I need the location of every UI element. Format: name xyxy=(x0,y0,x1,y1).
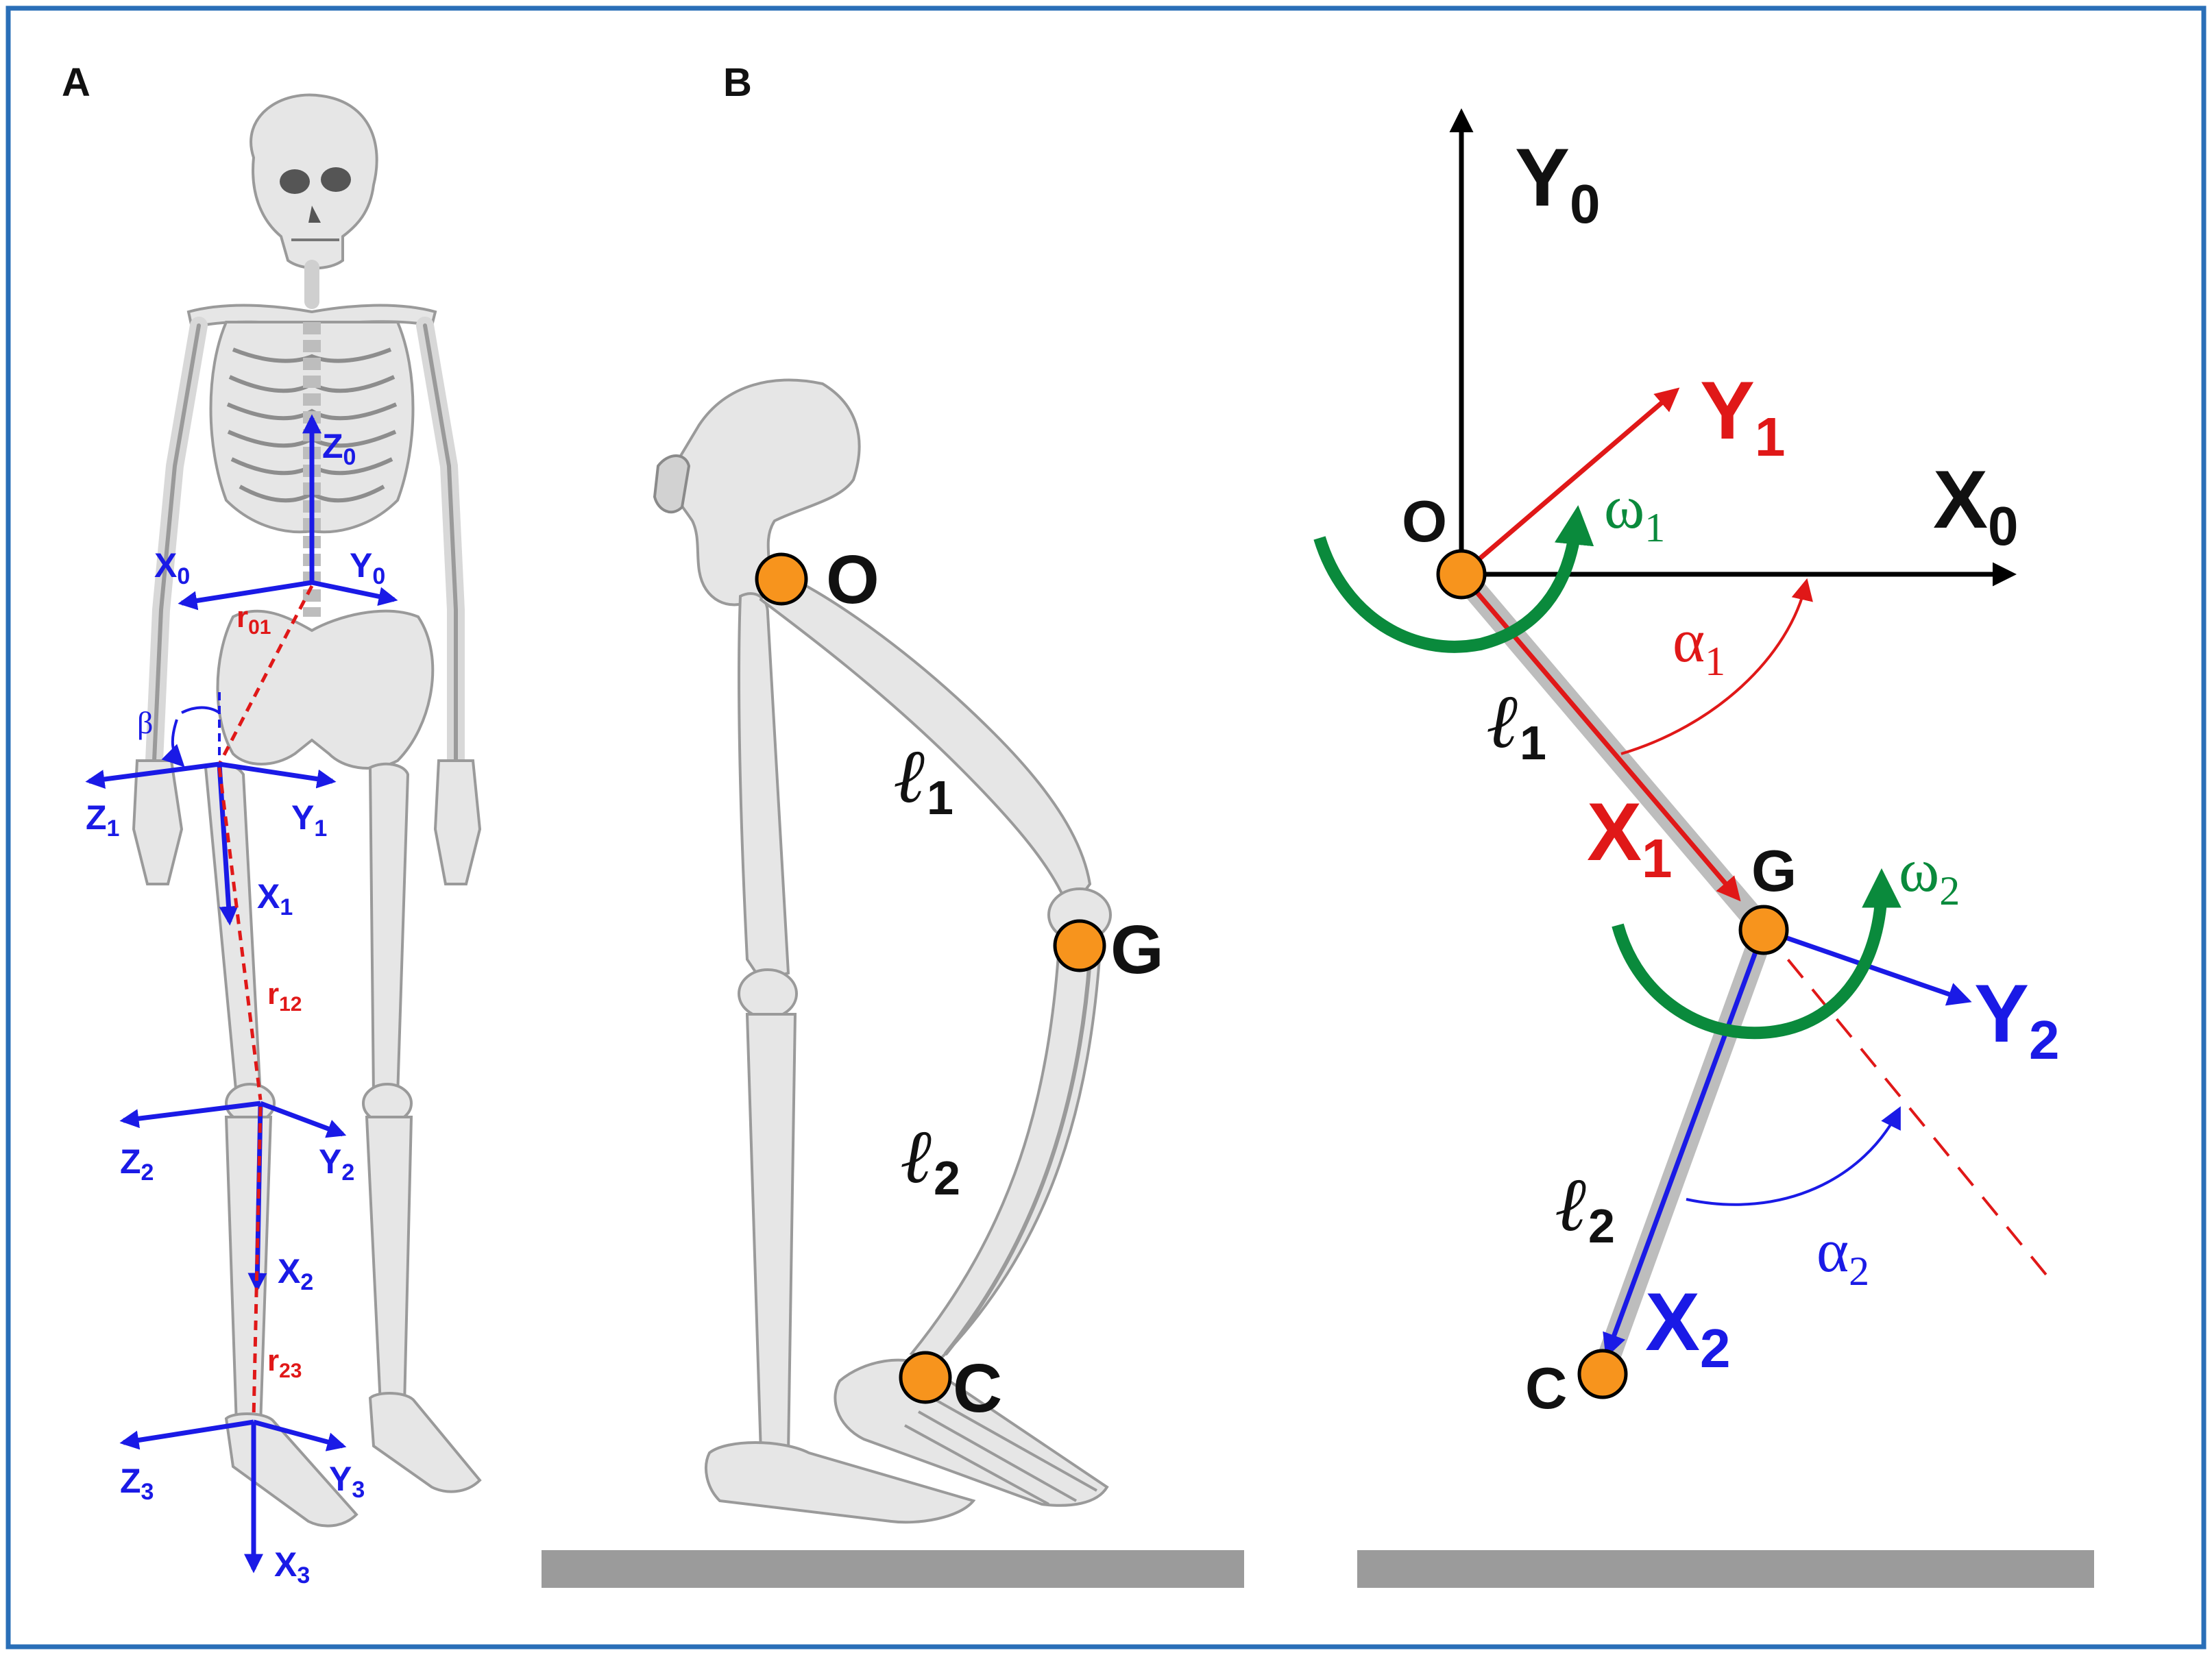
joint-o-skeleton xyxy=(755,552,808,606)
floor-diagram xyxy=(1357,1550,2094,1588)
frame3-x-label: X3 xyxy=(274,1545,310,1589)
frame3-z-label: Z3 xyxy=(120,1462,154,1505)
l2-diagram-label: ℓ2 xyxy=(1556,1163,1615,1253)
x1-label: X1 xyxy=(1587,786,1673,889)
panel-a-frames: Z0 X0 Y0 r01 β Z1 Y1 X1 r12 Z2 Y2 X2 r23 xyxy=(85,414,398,1589)
y0-label: Y0 xyxy=(1515,132,1601,234)
joint-c-diagram xyxy=(1577,1349,1628,1399)
omega1-label: ω1 xyxy=(1604,474,1665,550)
joint-c-skeleton-label: C xyxy=(953,1350,1002,1427)
panel-label-a: A xyxy=(62,60,90,105)
l1-skeleton-label: ℓ1 xyxy=(895,735,953,824)
r01-label: r01 xyxy=(236,600,271,639)
y1-label: Y1 xyxy=(1700,365,1786,467)
omega2-label: ω2 xyxy=(1899,837,1960,914)
frame3-y-label: Y3 xyxy=(329,1460,365,1503)
alpha1-label: α1 xyxy=(1673,607,1725,684)
joint-g-skeleton-label: G xyxy=(1110,911,1164,988)
joint-g-diagram xyxy=(1738,905,1789,955)
l2-skeleton-label: ℓ2 xyxy=(901,1115,960,1205)
x2-label: X2 xyxy=(1645,1276,1731,1379)
frame0-z-label: Z0 xyxy=(322,427,356,470)
beta-label: β xyxy=(137,705,153,740)
l1-diagram-label: ℓ1 xyxy=(1487,680,1546,770)
panel-label-b: B xyxy=(723,60,752,105)
joint-g-skeleton xyxy=(1053,919,1106,972)
frame2-y-label: Y2 xyxy=(319,1142,354,1186)
joint-c-diagram-label: C xyxy=(1525,1356,1567,1421)
joint-o-diagram xyxy=(1436,549,1487,600)
frame2-x-label: X2 xyxy=(278,1252,313,1295)
frame1-x-label: X1 xyxy=(257,877,293,920)
y2-label: Y2 xyxy=(1974,968,2060,1070)
frame0-y-label: Y0 xyxy=(350,546,385,589)
alpha2-label: α2 xyxy=(1816,1217,1869,1294)
figure-border xyxy=(5,5,2207,1650)
kinematic-diagram: Y0 X0 Y1 X1 Y2 X2 ω1 ω2 α1 α2 ℓ1 ℓ2 O G … xyxy=(1313,108,2060,1421)
joint-o-diagram-label: O xyxy=(1402,489,1447,554)
frame1-z-label: Z1 xyxy=(86,798,119,842)
r23-label: r23 xyxy=(267,1344,302,1382)
frame1-y-label: Y1 xyxy=(291,798,327,842)
joint-g-diagram-label: G xyxy=(1751,839,1797,904)
frame2-z-label: Z2 xyxy=(120,1142,154,1186)
r12-label: r12 xyxy=(267,977,302,1016)
leg-skeleton xyxy=(653,378,1112,1524)
joint-c-skeleton xyxy=(899,1351,952,1404)
joint-o-skeleton-label: O xyxy=(826,541,879,618)
frame0-x-label: X0 xyxy=(154,546,190,589)
x0-label: X0 xyxy=(1933,454,2019,556)
floor-skeleton xyxy=(542,1550,1244,1588)
